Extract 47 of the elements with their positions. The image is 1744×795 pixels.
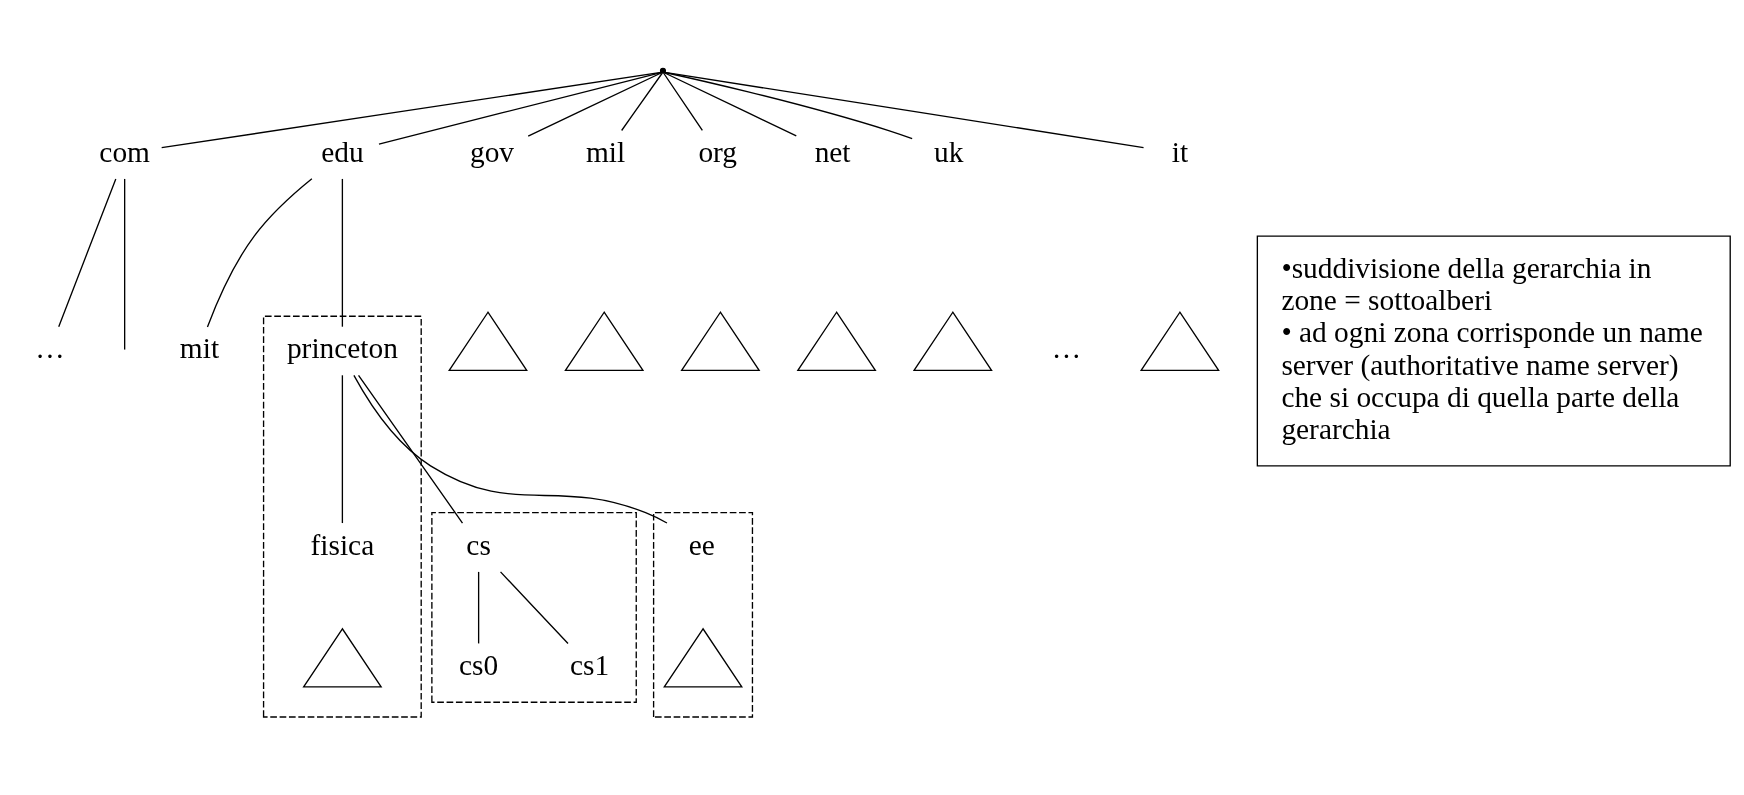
connector <box>206 177 313 328</box>
node-triangle <box>448 310 528 371</box>
node-triangle <box>912 310 993 371</box>
connector <box>620 72 663 131</box>
cluster <box>262 315 422 718</box>
node-text: fisica <box>310 528 375 561</box>
node-triangle <box>1139 310 1220 371</box>
node-text: princeton <box>286 331 398 364</box>
node-text: cs <box>466 528 491 561</box>
connector <box>58 177 117 327</box>
node-text: ee <box>688 528 715 561</box>
node-text: cs1 <box>569 648 610 681</box>
connector <box>341 177 344 327</box>
node-text: it <box>1171 135 1189 168</box>
node-text: org <box>698 135 738 168</box>
node-text: com <box>99 135 150 168</box>
node-triangle <box>680 310 761 371</box>
connector <box>664 71 1145 148</box>
node-text: uk <box>934 135 964 168</box>
connector <box>499 570 569 644</box>
connector <box>477 570 480 644</box>
node-triangle <box>663 627 744 688</box>
connector <box>341 374 344 524</box>
node-text: net <box>814 135 851 168</box>
node-text: cs0 <box>459 648 499 681</box>
node-text: gov <box>469 135 515 168</box>
node-text: edu <box>321 135 364 168</box>
node-text: mil <box>585 135 626 168</box>
connector <box>357 374 464 524</box>
label: … <box>1051 331 1082 364</box>
node-box: •suddivisione della gerarchia in zone = sottoalberi • ad ogni zona corrisponde un name server (authoritative name server) che si occupa di quella parte della gerarchia <box>1256 234 1731 467</box>
node-text: mit <box>179 331 220 364</box>
cluster <box>431 511 637 703</box>
connector <box>161 71 662 148</box>
cluster <box>652 511 754 718</box>
connector <box>124 177 126 350</box>
connector <box>378 71 662 145</box>
node-triangle <box>302 627 383 688</box>
connector <box>664 71 913 139</box>
connector <box>527 71 662 137</box>
node-text: … <box>35 331 65 364</box>
connector <box>663 72 703 131</box>
connector <box>664 71 797 137</box>
node-triangle <box>796 310 877 371</box>
node-triangle <box>564 310 645 371</box>
connector <box>353 374 668 524</box>
node-point <box>659 67 667 74</box>
